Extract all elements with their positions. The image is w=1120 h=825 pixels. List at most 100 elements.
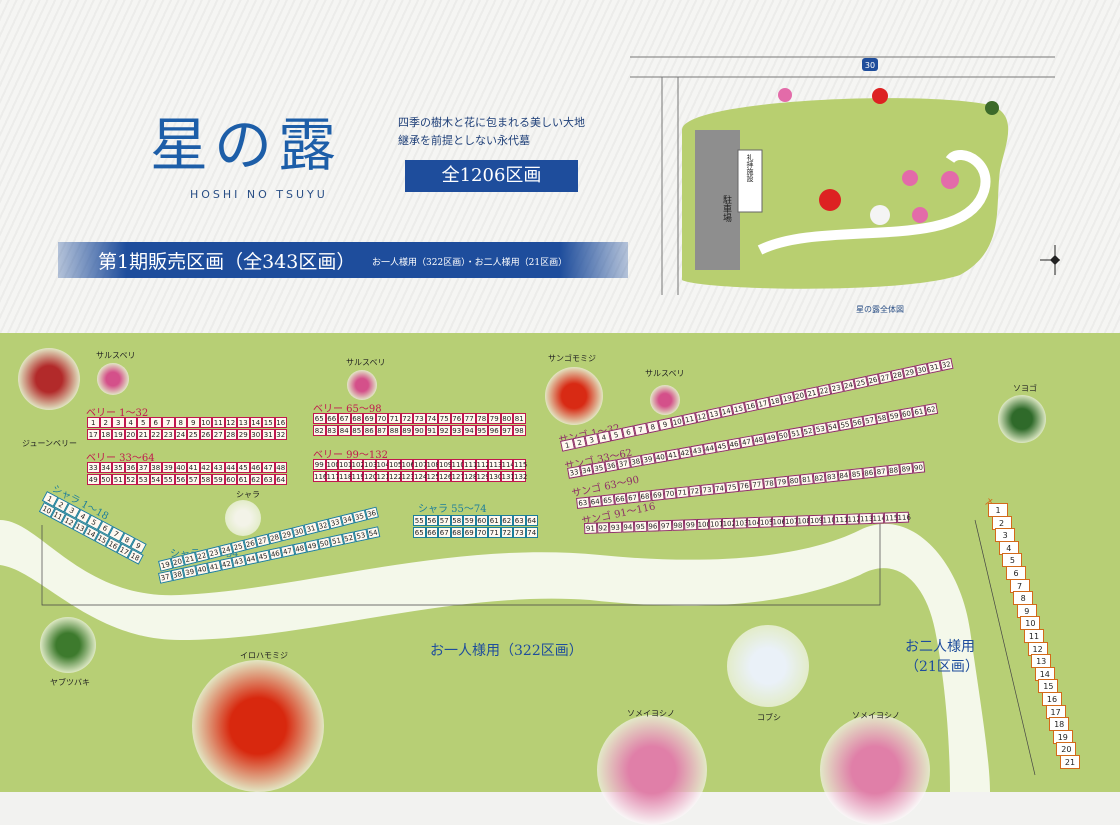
grave-plot[interactable]: 115 bbox=[513, 459, 528, 470]
grave-plot[interactable]: 89 bbox=[899, 462, 913, 475]
grave-plot[interactable]: 99 bbox=[313, 459, 326, 470]
grave-plot[interactable]: 63 bbox=[576, 496, 590, 509]
grave-plot[interactable]: 92 bbox=[596, 522, 610, 534]
grave-plot[interactable]: 53 bbox=[137, 474, 150, 485]
grave-plot[interactable]: 103 bbox=[363, 459, 378, 470]
grave-plot[interactable]: 8 bbox=[174, 417, 187, 428]
grave-plot[interactable]: 74 bbox=[525, 527, 538, 538]
grave-plot[interactable]: 125 bbox=[425, 471, 440, 482]
grave-plot[interactable]: 110 bbox=[450, 459, 465, 470]
grave-plot[interactable]: 119 bbox=[350, 471, 365, 482]
grave-plot[interactable]: 74 bbox=[425, 413, 438, 424]
grave-plot[interactable]: 16 bbox=[274, 417, 287, 428]
grave-plot[interactable]: 112 bbox=[475, 459, 490, 470]
grave-plot[interactable]: 127 bbox=[450, 471, 465, 482]
grave-plot[interactable]: 96 bbox=[646, 520, 660, 532]
grave-plot[interactable]: 110 bbox=[821, 514, 837, 526]
grave-plot[interactable]: 72 bbox=[500, 527, 513, 538]
grave-plot[interactable]: 2 bbox=[99, 417, 112, 428]
grave-plot[interactable]: 84 bbox=[338, 425, 351, 436]
grave-plot[interactable]: 32 bbox=[274, 429, 287, 440]
grave-plot[interactable]: 108 bbox=[425, 459, 440, 470]
grave-plot[interactable]: 23 bbox=[162, 429, 175, 440]
grave-plot[interactable]: 36 bbox=[124, 462, 137, 473]
grave-plot[interactable]: 61 bbox=[488, 515, 501, 526]
grave-plot[interactable]: 57 bbox=[187, 474, 200, 485]
grave-plot[interactable]: 55 bbox=[413, 515, 426, 526]
grave-plot[interactable]: 73 bbox=[700, 483, 714, 496]
grave-plot[interactable]: 67 bbox=[438, 527, 451, 538]
grave-plot[interactable]: 99 bbox=[683, 519, 697, 531]
grave-plot[interactable]: 46 bbox=[249, 462, 262, 473]
grave-plot[interactable]: 59 bbox=[463, 515, 476, 526]
grave-plot[interactable]: 115 bbox=[883, 512, 899, 524]
grave-plot[interactable]: 93 bbox=[608, 521, 622, 534]
grave-plot[interactable]: 66 bbox=[325, 413, 338, 424]
grave-plot[interactable]: 68 bbox=[638, 490, 652, 503]
grave-plot[interactable]: 113 bbox=[858, 512, 874, 525]
grave-plot[interactable]: 49 bbox=[87, 474, 100, 485]
grave-plot[interactable]: 114 bbox=[500, 459, 515, 470]
grave-plot[interactable]: 83 bbox=[824, 470, 839, 483]
grave-plot[interactable]: 6 bbox=[149, 417, 162, 428]
grave-plot[interactable]: 118 bbox=[338, 471, 353, 482]
grave-plot[interactable]: 102 bbox=[350, 459, 365, 470]
grave-plot[interactable]: 104 bbox=[746, 516, 762, 529]
grave-plot[interactable]: 21 bbox=[137, 429, 150, 440]
grave-plot[interactable]: 58 bbox=[450, 515, 463, 526]
grave-plot[interactable]: 88 bbox=[886, 464, 901, 477]
grave-plot[interactable]: 105 bbox=[758, 516, 774, 528]
grave-plot[interactable]: 80 bbox=[500, 413, 513, 424]
grave-plot[interactable]: 64 bbox=[588, 495, 603, 508]
grave-plot[interactable]: 3 bbox=[112, 417, 125, 428]
grave-plot[interactable]: 98 bbox=[671, 519, 685, 531]
grave-plot[interactable]: 73 bbox=[513, 527, 526, 538]
grave-plot[interactable]: 54 bbox=[149, 474, 162, 485]
grave-plot[interactable]: 82 bbox=[313, 425, 326, 436]
grave-plot[interactable]: 98 bbox=[513, 425, 526, 436]
grave-plot[interactable]: 108 bbox=[796, 515, 812, 527]
grave-plot[interactable]: 74 bbox=[712, 482, 727, 495]
grave-plot[interactable]: 22 bbox=[149, 429, 162, 440]
grave-plot[interactable]: 91 bbox=[584, 522, 597, 534]
grave-plot[interactable]: 47 bbox=[262, 462, 275, 473]
pair-grave-plot[interactable]: 3 bbox=[995, 528, 1016, 543]
grave-plot[interactable]: 67 bbox=[625, 491, 640, 504]
grave-plot[interactable]: 62 bbox=[249, 474, 262, 485]
pair-grave-plot[interactable]: 15 bbox=[1038, 679, 1059, 694]
grave-plot[interactable]: 131 bbox=[500, 471, 515, 482]
grave-plot[interactable]: 79 bbox=[488, 413, 501, 424]
grave-plot[interactable]: 126 bbox=[438, 471, 453, 482]
grave-plot[interactable]: 75 bbox=[725, 481, 739, 494]
grave-plot[interactable]: 11 bbox=[212, 417, 225, 428]
grave-plot[interactable]: 43 bbox=[212, 462, 225, 473]
grave-plot[interactable]: 116 bbox=[896, 511, 912, 524]
grave-plot[interactable]: 79 bbox=[774, 475, 789, 489]
grave-plot[interactable]: 44 bbox=[224, 462, 237, 473]
grave-plot[interactable]: 78 bbox=[762, 477, 777, 490]
grave-plot[interactable]: 69 bbox=[650, 488, 665, 502]
grave-plot[interactable]: 109 bbox=[808, 514, 824, 527]
grave-plot[interactable]: 66 bbox=[425, 527, 438, 538]
grave-plot[interactable]: 71 bbox=[388, 413, 401, 424]
grave-plot[interactable]: 29 bbox=[237, 429, 250, 440]
grave-plot[interactable]: 7 bbox=[162, 417, 175, 428]
grave-plot[interactable]: 63 bbox=[513, 515, 526, 526]
grave-plot[interactable]: 95 bbox=[475, 425, 488, 436]
grave-plot[interactable]: 89 bbox=[400, 425, 413, 436]
grave-plot[interactable]: 104 bbox=[375, 459, 390, 470]
grave-plot[interactable]: 42 bbox=[199, 462, 212, 473]
grave-plot[interactable]: 132 bbox=[513, 471, 528, 482]
grave-plot[interactable]: 14 bbox=[249, 417, 262, 428]
grave-plot[interactable]: 5 bbox=[137, 417, 150, 428]
grave-plot[interactable]: 78 bbox=[475, 413, 488, 424]
grave-plot[interactable]: 18 bbox=[99, 429, 112, 440]
grave-plot[interactable]: 94 bbox=[621, 521, 635, 533]
grave-plot[interactable]: 105 bbox=[388, 459, 403, 470]
grave-plot[interactable]: 69 bbox=[363, 413, 376, 424]
grave-plot[interactable]: 17 bbox=[87, 429, 100, 440]
grave-plot[interactable]: 122 bbox=[388, 471, 403, 482]
grave-plot[interactable]: 116 bbox=[313, 471, 328, 482]
grave-plot[interactable]: 124 bbox=[413, 471, 428, 482]
grave-plot[interactable]: 40 bbox=[174, 462, 187, 473]
